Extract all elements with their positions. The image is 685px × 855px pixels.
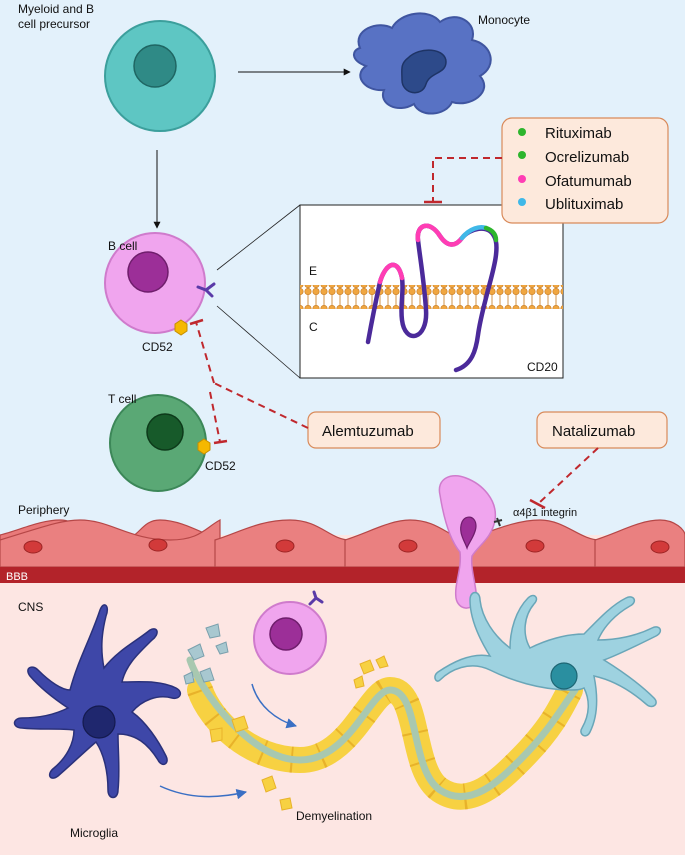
drug-rituximab: Rituximab xyxy=(545,125,612,142)
monocyte-cell xyxy=(353,12,492,115)
rituximab-dot-icon xyxy=(518,128,526,136)
migrating-b-cell xyxy=(438,474,503,609)
cd20-label: CD20 xyxy=(527,360,558,374)
neuron-cell xyxy=(434,591,662,737)
cns-b-cell xyxy=(253,590,327,675)
drug-natalizumab: Natalizumab xyxy=(552,423,635,440)
precursor-cell xyxy=(104,20,216,132)
monocyte-label: Monocyte xyxy=(478,13,530,27)
periphery-label: Periphery xyxy=(18,503,69,517)
anti-cd20-drug-box xyxy=(501,117,669,224)
membrane-extracellular-label: E xyxy=(309,264,317,278)
cd52-b-label: CD52 xyxy=(142,340,173,354)
membrane-cytoplasm-label: C xyxy=(309,320,318,334)
endothelial-layer xyxy=(0,518,685,568)
microglia-arrow xyxy=(159,785,248,800)
microglia-label: Microglia xyxy=(70,826,118,840)
natalizumab-inhibit-bar xyxy=(529,498,546,510)
axon-myelin xyxy=(186,655,583,811)
alemtuzumab-inhibit-line-t xyxy=(209,391,221,443)
precursor-label-line2: cell precursor xyxy=(18,17,90,31)
t-cell xyxy=(109,394,207,492)
ofatumumab-dot-icon xyxy=(518,175,526,183)
cd52-t-label: CD52 xyxy=(205,459,236,473)
drug-ofatumumab: Ofatumumab xyxy=(545,173,632,190)
b-cell-arrow xyxy=(251,683,298,729)
drug-alemtuzumab: Alemtuzumab xyxy=(322,423,414,440)
integrin-label: α4β1 integrin xyxy=(513,507,577,519)
cd52-t-marker-icon xyxy=(197,438,211,455)
cd20-inset xyxy=(299,204,564,379)
anti-cd20-drug-list: Rituximab Ocrelizumab Ofatumumab Ublitux… xyxy=(518,125,632,213)
alemtuzumab-box xyxy=(307,411,441,449)
microglia-cell xyxy=(13,604,182,799)
drug-ublituximab: Ublituximab xyxy=(545,196,623,213)
demyelination-label: Demyelination xyxy=(296,809,372,823)
alemtuzumab-inhibit-bar-b xyxy=(189,318,204,326)
drug-ocrelizumab: Ocrelizumab xyxy=(545,149,629,166)
zoom-line-bottom xyxy=(216,305,301,379)
zoom-line-top xyxy=(216,204,301,271)
ocrelizumab-dot-icon xyxy=(518,151,526,159)
precursor-label-line1: Myeloid and B xyxy=(18,2,94,16)
bbb-label: BBB xyxy=(6,571,28,583)
bbb-band xyxy=(0,567,685,583)
alemtuzumab-inhibit-line-b xyxy=(195,321,309,429)
ublituximab-dot-icon xyxy=(518,198,526,206)
cns-label: CNS xyxy=(18,600,43,614)
b-cell xyxy=(104,232,206,334)
b-cell-label: B cell xyxy=(108,239,137,253)
natalizumab-inhibit-line xyxy=(539,447,599,503)
b-cell-receptor-icon xyxy=(196,282,216,298)
alemtuzumab-inhibit-bar-t xyxy=(213,439,228,445)
t-cell-label: T cell xyxy=(108,392,136,406)
myelin-debris xyxy=(183,623,229,685)
anti-cd20-inhibit-line xyxy=(432,157,502,202)
natalizumab-box xyxy=(536,411,668,449)
cd52-b-marker-icon xyxy=(174,319,188,336)
